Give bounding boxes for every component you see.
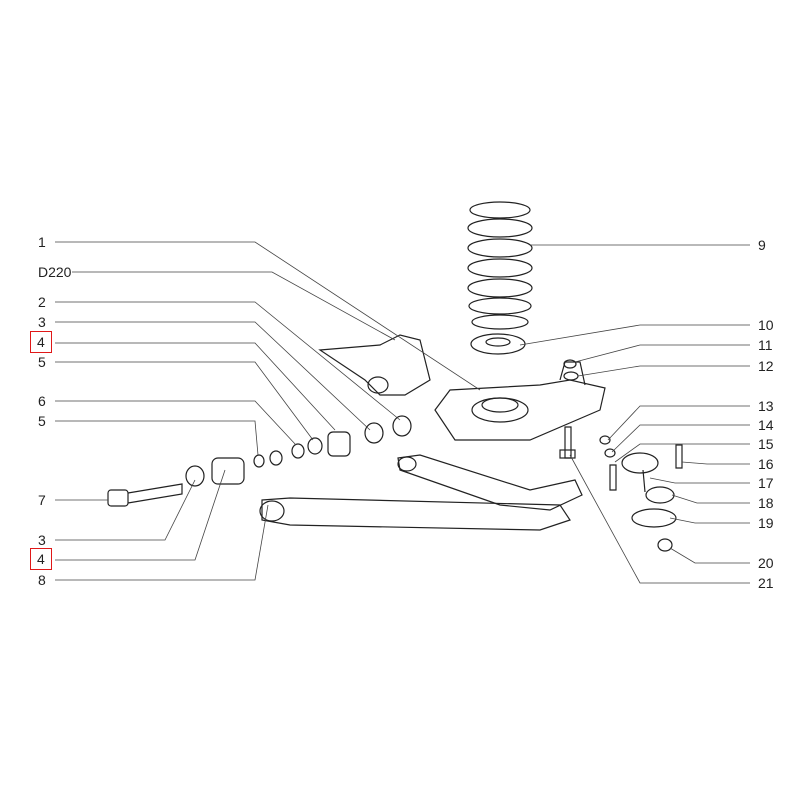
bushing-lower	[185, 457, 245, 487]
leader-line	[569, 454, 750, 584]
leader-lines	[55, 241, 750, 584]
callout-label: 5	[38, 413, 46, 429]
leader-line	[611, 424, 750, 453]
leader-line	[669, 517, 750, 524]
callout-label: 13	[758, 398, 774, 414]
callout-label: 15	[758, 436, 774, 452]
tie-rod-arm	[397, 454, 583, 511]
leader-line	[55, 400, 297, 446]
callout-label: 12	[758, 358, 774, 374]
mount-bracket	[318, 334, 431, 396]
callout-label: 9	[758, 237, 766, 253]
leader-line	[669, 547, 750, 564]
callout-label: 3	[38, 532, 46, 548]
callout-label: 19	[758, 515, 774, 531]
nuts-washers	[559, 359, 683, 552]
leader-line	[649, 477, 750, 484]
leader-line	[55, 420, 259, 456]
callout-label: 4	[30, 548, 52, 570]
lower-control-arm	[259, 497, 571, 531]
leader-line	[72, 271, 396, 341]
callout-label: 10	[758, 317, 774, 333]
leader-line	[519, 324, 750, 346]
leader-line	[55, 321, 371, 431]
leader-line	[671, 494, 750, 504]
leader-line	[55, 504, 269, 581]
callout-label: 21	[758, 575, 774, 591]
callout-label: 8	[38, 572, 46, 588]
leader-line	[55, 469, 226, 561]
callout-label: 7	[38, 492, 46, 508]
leader-line	[607, 405, 750, 441]
callout-label: 20	[758, 555, 774, 571]
coil-spring	[467, 201, 533, 330]
callout-label: 17	[758, 475, 774, 491]
ball-joint	[621, 452, 677, 528]
callout-label: 11	[758, 337, 773, 353]
callout-label: 1	[38, 234, 46, 250]
leader-line	[55, 479, 196, 541]
callout-label: 3	[38, 314, 46, 330]
upper-control-arm	[434, 361, 606, 441]
spring-seat	[470, 333, 526, 355]
bolt	[107, 483, 183, 507]
callout-label: 4	[30, 331, 52, 353]
leader-line	[55, 301, 401, 421]
leader-line	[577, 365, 750, 377]
callout-label: D220	[38, 264, 72, 280]
callout-label: 18	[758, 495, 774, 511]
leader-line	[574, 344, 750, 363]
callout-label: 6	[38, 393, 46, 409]
leader-line	[614, 443, 750, 463]
leader-line	[681, 461, 750, 465]
callout-label: 14	[758, 417, 774, 433]
callout-label: 16	[758, 456, 774, 472]
bushing-upper	[253, 415, 412, 468]
leader-line	[55, 361, 314, 441]
leader-line	[55, 342, 336, 431]
callout-label: 2	[38, 294, 46, 310]
leader-line	[55, 241, 481, 391]
callout-label: 5	[38, 354, 46, 370]
